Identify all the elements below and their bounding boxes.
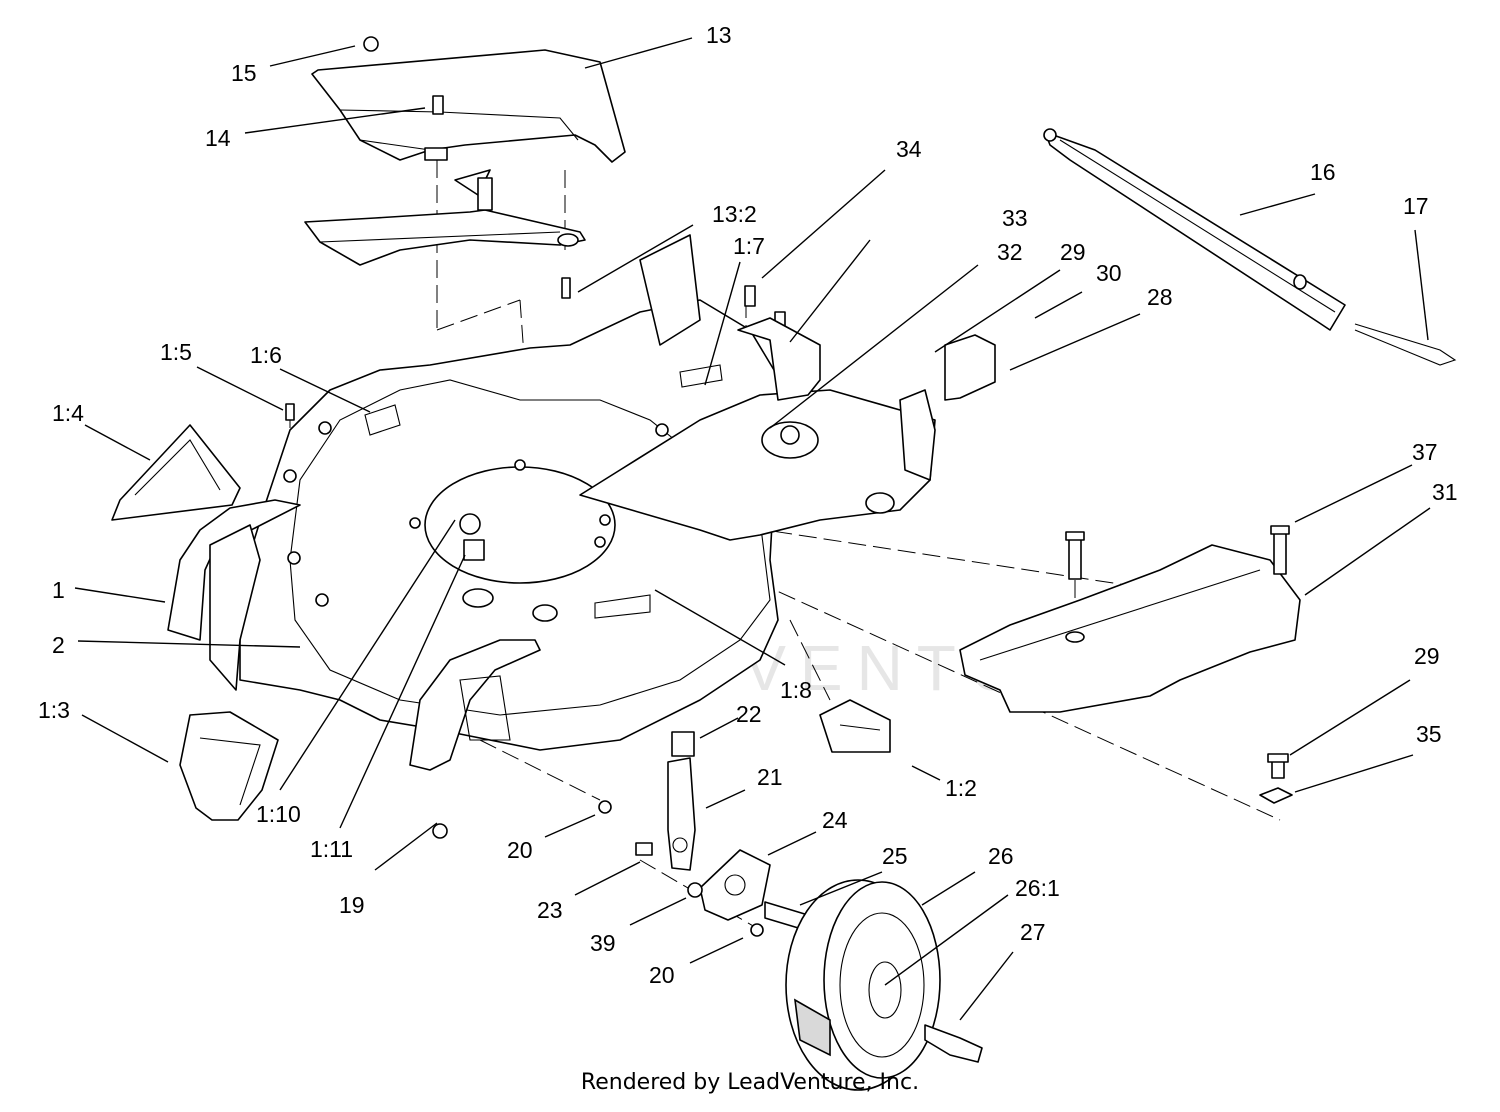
- callout-label: 1:4: [52, 400, 84, 426]
- rear-plate-part-31: [959, 544, 1301, 713]
- callout-label: 1:5: [160, 339, 192, 365]
- callout-label: 26:1: [1015, 875, 1060, 901]
- callout-label: 27: [1020, 919, 1046, 945]
- deflector-parts: [111, 424, 891, 821]
- callout-label: 29: [1414, 643, 1440, 669]
- callout-label: 31: [1432, 479, 1458, 505]
- callout-label: 33: [1002, 205, 1028, 231]
- callout-label: 1:7: [733, 233, 765, 259]
- brackets-33-28: [737, 317, 996, 401]
- wheel-bracket-assembly: [432, 731, 809, 937]
- callout-label: 20: [649, 962, 675, 988]
- callout-label: 22: [736, 701, 762, 727]
- callout-label: 15: [231, 60, 257, 86]
- callout-label: 28: [1147, 284, 1173, 310]
- callout-label: 17: [1403, 193, 1429, 219]
- callout-label: 1:3: [38, 697, 70, 723]
- callout-label: 25: [882, 843, 908, 869]
- callout-label: 32: [997, 239, 1023, 265]
- callout-label: 37: [1412, 439, 1438, 465]
- callout-label: 1: [52, 577, 65, 603]
- callout-label: 2: [52, 632, 65, 658]
- callout-label: 35: [1416, 721, 1442, 747]
- cover-bracket: [304, 177, 586, 266]
- callout-label: 24: [822, 807, 848, 833]
- callout-label: 13: [706, 22, 732, 48]
- callout-label: 16: [1310, 159, 1336, 185]
- callout-label: 13:2: [712, 201, 757, 227]
- callout-label: 26: [988, 843, 1014, 869]
- callout-label: 21: [757, 764, 783, 790]
- callout-label: 23: [537, 897, 563, 923]
- rear-cover-part-13: [311, 49, 626, 196]
- drive-housing: [579, 234, 936, 541]
- callout-label: 34: [896, 136, 922, 162]
- wheel-part-26: [785, 879, 983, 1091]
- callout-label: 1:2: [945, 775, 977, 801]
- front-baffle-part-2: [167, 499, 541, 771]
- callout-label: 29: [1060, 239, 1086, 265]
- callout-label: 20: [507, 837, 533, 863]
- callout-labels: 1 2 1:2 1:3 1:4 1:5 1:6 1:7 1:8 1:10 1:1…: [38, 22, 1458, 988]
- callout-label: 39: [590, 930, 616, 956]
- callout-label: 19: [339, 892, 365, 918]
- leader-lines: [74, 37, 1431, 1021]
- rendered-by-credit: Rendered by LeadVenture, Inc.: [580, 1070, 920, 1095]
- callout-label: 1:10: [256, 801, 301, 827]
- bolt-hardware: [285, 36, 1293, 804]
- callout-label: 1:6: [250, 342, 282, 368]
- callout-label: 1:11: [310, 836, 353, 862]
- callout-label: 14: [205, 125, 231, 151]
- handle-tube-part-16: [1043, 128, 1457, 366]
- callout-label: 1:8: [780, 677, 812, 703]
- callout-label: 30: [1096, 260, 1122, 286]
